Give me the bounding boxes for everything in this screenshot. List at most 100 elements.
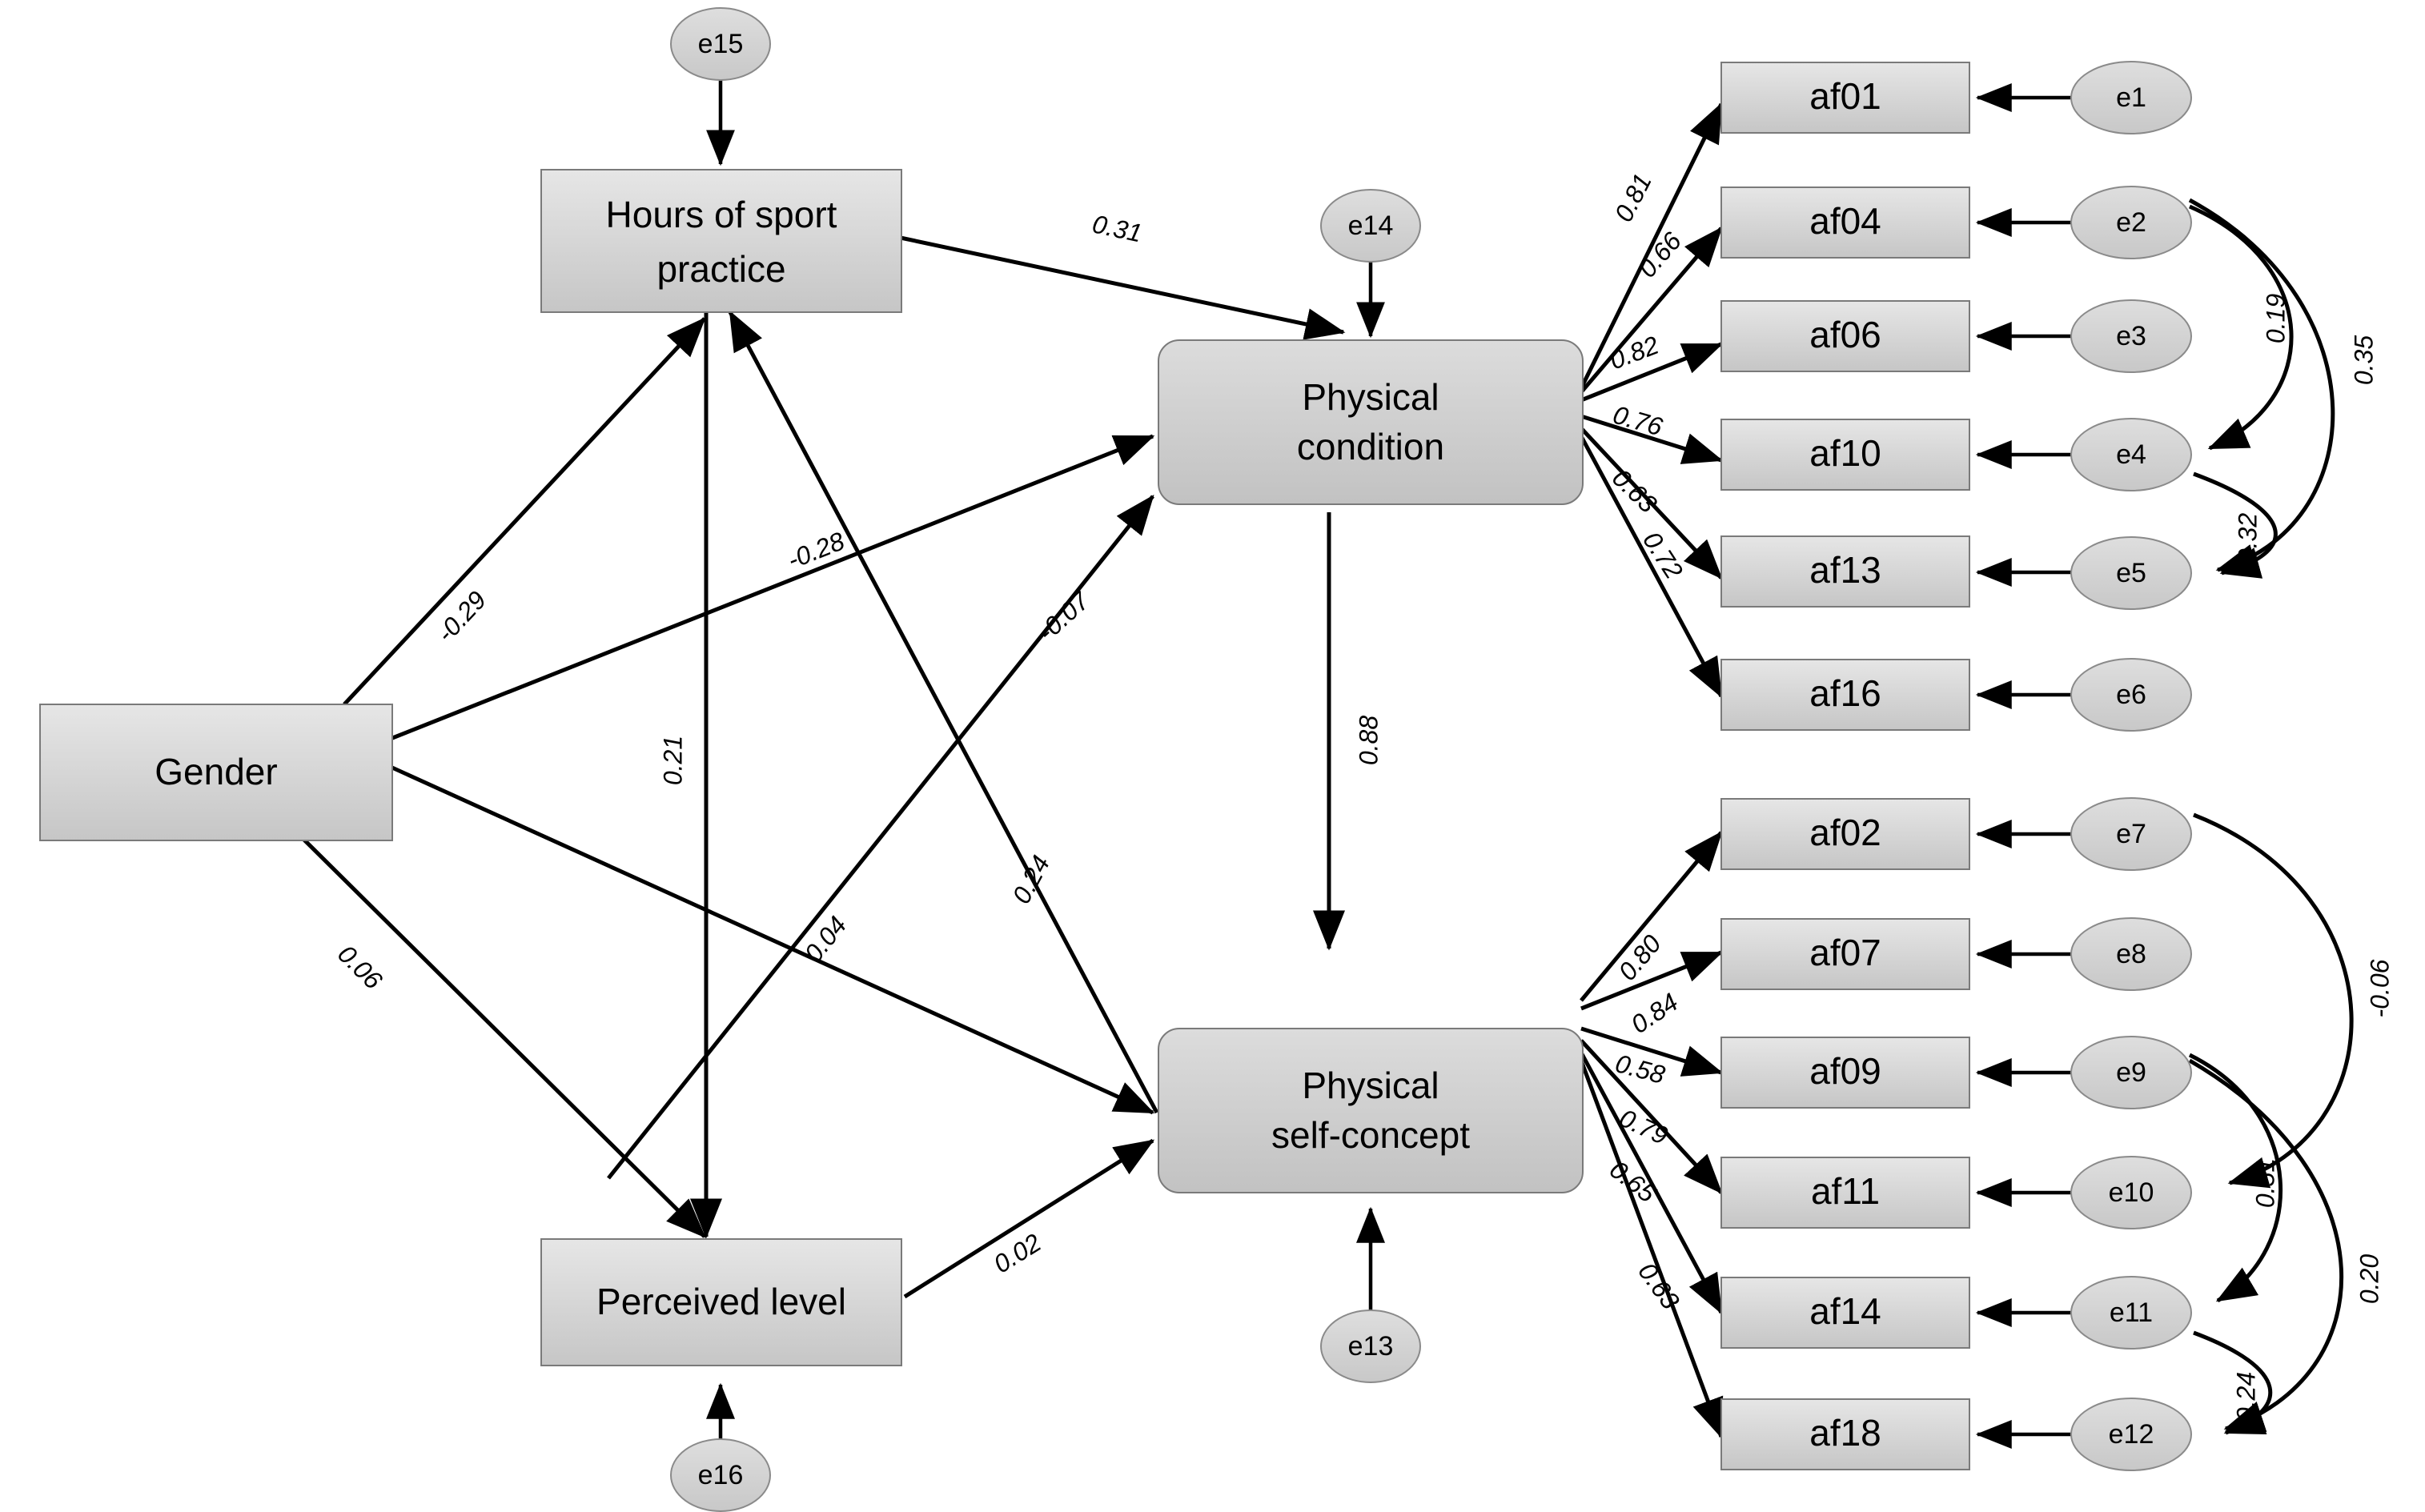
node-e13[interactable]: e13 xyxy=(1320,1309,1421,1383)
loading-af11: 0.79 xyxy=(1615,1103,1672,1150)
node-e14[interactable]: e14 xyxy=(1320,189,1421,263)
node-e11-label: e11 xyxy=(2110,1297,2153,1328)
indicator-af16[interactable]: af16 xyxy=(1720,659,1970,731)
corr-e9-e11: 0.51 xyxy=(2250,1158,2279,1208)
indicator-af06-label: af06 xyxy=(1809,314,1881,355)
loading-af06: 0.82 xyxy=(1606,331,1663,375)
correlation-arcs-bottom xyxy=(2188,812,2354,1435)
loading-arrows-top xyxy=(1579,102,1724,699)
indicator-af13-label: af13 xyxy=(1809,549,1881,591)
node-e11[interactable]: e11 xyxy=(2070,1276,2192,1350)
node-e7[interactable]: e7 xyxy=(2070,797,2192,871)
node-e16-label: e16 xyxy=(698,1460,744,1490)
indicator-af14[interactable]: af14 xyxy=(1720,1277,1970,1349)
indicator-af07-label: af07 xyxy=(1809,932,1881,973)
path-gender-to-physical-condition: -0.28 xyxy=(375,434,1155,747)
node-e3-label: e3 xyxy=(2116,321,2146,351)
node-e4-label: e4 xyxy=(2116,439,2146,470)
node-e6-label: e6 xyxy=(2116,680,2146,710)
node-e2-label: e2 xyxy=(2116,207,2146,238)
indicator-af01-label: af01 xyxy=(1809,75,1881,117)
coef-hours-perceived: 0.21 xyxy=(658,736,687,785)
node-e9[interactable]: e9 xyxy=(2070,1036,2192,1109)
node-e1-label: e1 xyxy=(2116,82,2146,113)
loading-af07: 0.84 xyxy=(1626,988,1684,1040)
indicator-af13[interactable]: af13 xyxy=(1720,535,1970,608)
corr-e11-e12: 0.24 xyxy=(2231,1372,2260,1422)
node-e5-label: e5 xyxy=(2116,558,2146,588)
path-perceived-to-physical-self-concept: 0.02 xyxy=(903,1138,1155,1299)
node-e10[interactable]: e10 xyxy=(2070,1156,2192,1229)
correlation-arcs-top xyxy=(2188,198,2335,579)
node-e15[interactable]: e15 xyxy=(670,7,771,81)
node-pc-label-line1: Physical xyxy=(1302,376,1439,418)
node-gender-label: Gender xyxy=(155,751,277,792)
node-gender[interactable]: Gender xyxy=(39,704,393,841)
indicator-af06[interactable]: af06 xyxy=(1720,300,1970,372)
node-e2[interactable]: e2 xyxy=(2070,186,2192,259)
node-e14-label: e14 xyxy=(1348,211,1394,241)
loading-af04: 0.66 xyxy=(1632,227,1687,283)
node-e8-label: e8 xyxy=(2116,939,2146,969)
node-e15-label: e15 xyxy=(698,29,744,59)
path-physical-condition-to-self-concept: 0.88 xyxy=(1313,512,1383,951)
coef-gender-hours: -0.29 xyxy=(431,585,492,648)
node-e3[interactable]: e3 xyxy=(2070,299,2192,373)
corr-e2-e4: 0.19 xyxy=(2261,294,2290,343)
node-e9-label: e9 xyxy=(2116,1057,2146,1088)
indicator-af10-label: af10 xyxy=(1809,432,1881,474)
indicator-af02-label: af02 xyxy=(1809,812,1881,853)
corr-e2-e5: 0.35 xyxy=(2349,335,2378,385)
corr-e4-e5: 0.32 xyxy=(2233,513,2262,563)
node-e10-label: e10 xyxy=(2109,1177,2154,1208)
node-perceived-label: Perceived level xyxy=(596,1281,846,1322)
indicator-af04[interactable]: af04 xyxy=(1720,186,1970,259)
indicator-af10[interactable]: af10 xyxy=(1720,419,1970,491)
node-e16[interactable]: e16 xyxy=(670,1438,771,1512)
loading-af01: 0.81 xyxy=(1609,169,1657,227)
node-physical-self-concept[interactable]: Physical self-concept xyxy=(1158,1028,1584,1193)
node-e12-label: e12 xyxy=(2109,1419,2154,1450)
loading-af13: 0.63 xyxy=(1607,463,1663,519)
corr-e7-e10: -0.06 xyxy=(2365,959,2394,1017)
node-hours-label-line1: Hours of sport xyxy=(606,194,837,235)
node-e4[interactable]: e4 xyxy=(2070,418,2192,491)
loading-af10: 0.76 xyxy=(1610,400,1666,442)
coef-hours-pc: 0.31 xyxy=(1090,209,1144,247)
corr-e9-e12: 0.20 xyxy=(2355,1254,2383,1304)
node-e12[interactable]: e12 xyxy=(2070,1398,2192,1471)
loading-arrows-bottom xyxy=(1579,831,1724,1439)
indicator-af09-label: af09 xyxy=(1809,1050,1881,1092)
node-psc-label-line2: self-concept xyxy=(1271,1114,1470,1156)
coef-gender-pc: -0.28 xyxy=(784,526,849,574)
indicator-af09[interactable]: af09 xyxy=(1720,1037,1970,1109)
coef-psc-pc: 0.04 xyxy=(799,911,853,968)
path-perceived-to-hours: 0.24 xyxy=(728,310,1159,1114)
node-e6[interactable]: e6 xyxy=(2070,658,2192,732)
coef-perceived-psc: 0.02 xyxy=(989,1228,1046,1279)
indicator-af11[interactable]: af11 xyxy=(1720,1157,1970,1229)
node-e13-label: e13 xyxy=(1348,1331,1394,1362)
indicator-af07[interactable]: af07 xyxy=(1720,918,1970,990)
node-e1[interactable]: e1 xyxy=(2070,61,2192,134)
indicator-af18[interactable]: af18 xyxy=(1720,1398,1970,1470)
coef-pc-psc: 0.88 xyxy=(1354,716,1383,765)
indicator-af16-label: af16 xyxy=(1809,672,1881,714)
node-hours-of-sport-practice[interactable]: Hours of sport practice xyxy=(540,169,902,313)
node-e8[interactable]: e8 xyxy=(2070,917,2192,991)
error-arrows-top xyxy=(1975,83,2074,709)
path-gender-to-perceived-level: 0.06 xyxy=(239,775,706,1238)
path-gender-to-hours: -0.29 xyxy=(343,317,706,706)
error-arrows-bottom xyxy=(1975,820,2074,1449)
node-hours-label-line2: practice xyxy=(656,248,785,290)
node-perceived-level[interactable]: Perceived level xyxy=(540,1238,902,1366)
loading-af18: 0.63 xyxy=(1632,1257,1685,1315)
indicator-af02[interactable]: af02 xyxy=(1720,798,1970,870)
node-e5[interactable]: e5 xyxy=(2070,536,2192,610)
indicator-af14-label: af14 xyxy=(1809,1290,1881,1332)
node-e7-label: e7 xyxy=(2116,819,2146,849)
node-physical-condition[interactable]: Physical condition xyxy=(1158,339,1584,505)
coef-perceived-hours: 0.24 xyxy=(1006,851,1055,908)
indicator-af01[interactable]: af01 xyxy=(1720,62,1970,134)
